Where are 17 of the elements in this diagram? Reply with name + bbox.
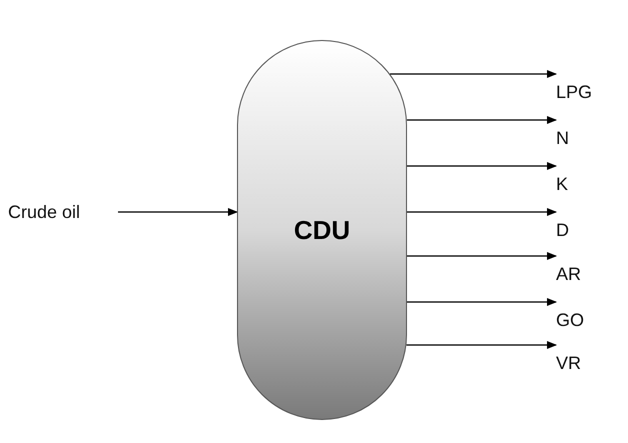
arrow — [118, 208, 238, 216]
input-label: Crude oil — [8, 202, 80, 222]
arrow — [407, 208, 557, 216]
product-label: VR — [556, 353, 582, 373]
arrow — [406, 341, 557, 349]
product-label: N — [556, 128, 569, 148]
product-label: AR — [556, 264, 582, 284]
product-label: LPG — [556, 82, 592, 102]
product-label: D — [556, 220, 569, 240]
arrow — [390, 70, 557, 78]
arrow — [406, 116, 557, 124]
arrow — [407, 298, 557, 306]
product-label: GO — [556, 310, 584, 330]
arrow — [407, 162, 557, 170]
arrow — [407, 252, 557, 260]
column-label: CDU — [294, 214, 350, 246]
product-label: K — [556, 174, 568, 194]
